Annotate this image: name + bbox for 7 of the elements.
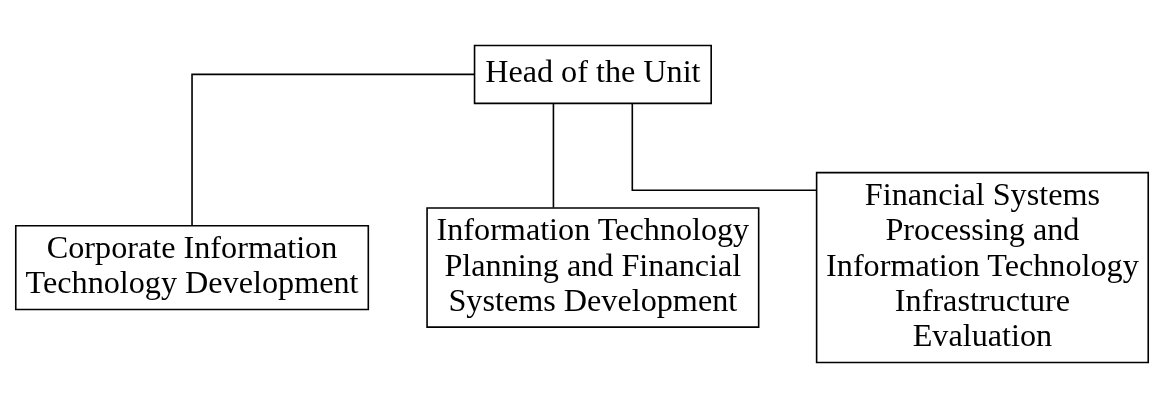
node-box: Head of the Unit bbox=[473, 44, 712, 104]
connector bbox=[552, 102, 555, 208]
node-box: Corporate Information Technology Development bbox=[14, 224, 370, 310]
connector bbox=[191, 73, 476, 226]
connector bbox=[631, 102, 818, 191]
node-box: Financial Systems Processing and Information Technology Infrastructure Evaluation bbox=[815, 171, 1150, 363]
node-box: Information Technology Planning and Financial Systems Development bbox=[426, 206, 760, 328]
